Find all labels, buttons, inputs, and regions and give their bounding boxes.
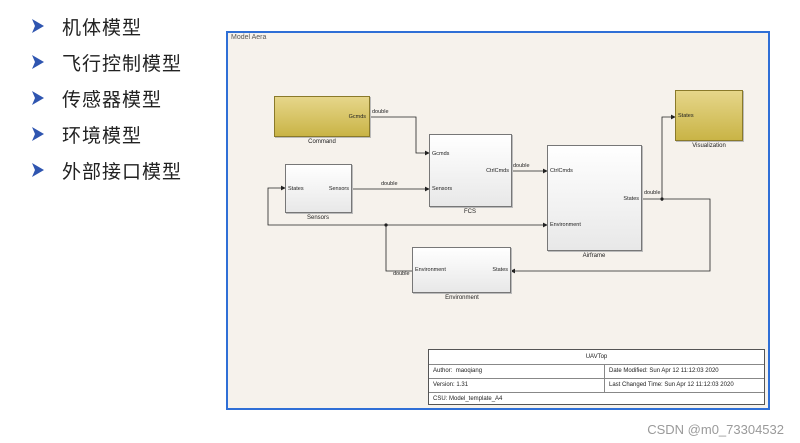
bullet-text: 传感器模型 <box>62 88 163 111</box>
block-label: Sensors <box>306 215 330 221</box>
wire-junction <box>384 223 388 227</box>
author-cell: Author: maoqiang <box>429 364 603 378</box>
bullet-item: 机体模型 <box>32 8 182 44</box>
airframe-block[interactable]: CtrlCmds Environment States <box>547 145 642 251</box>
title-row: UAVTop <box>429 350 764 365</box>
wire-airframe-environment <box>510 198 711 274</box>
wire-label: double <box>644 190 661 196</box>
fcs-block[interactable]: Gcmds Sensors CtrlCmds <box>429 134 512 207</box>
author-label: Author: <box>433 368 453 374</box>
arrow-bullet-icon <box>32 91 44 105</box>
bullet-text: 环境模型 <box>62 124 143 147</box>
date-modified-cell: Date Modified: Sun Apr 12 11:12:03 2020 <box>604 364 764 378</box>
wire-label: double <box>372 109 389 115</box>
last-changed-cell: Last Changed Time: Sun Apr 12 11:12:03 2… <box>604 378 764 392</box>
wire-junction <box>660 197 664 201</box>
csu-value: CSU: Model_template_A4 <box>433 395 503 402</box>
author-value: maoqiang <box>455 368 483 374</box>
port-label: States <box>288 186 304 192</box>
csu-row: CSU: Model_template_A4 <box>429 392 764 405</box>
bullet-text: 飞行控制模型 <box>62 52 183 75</box>
author-row: Author: maoqiang Date Modified: Sun Apr … <box>429 364 764 379</box>
wire-label: double <box>513 163 530 169</box>
port-label: Environment <box>550 222 581 228</box>
date-modified-value: Sun Apr 12 11:12:03 2020 <box>649 368 719 374</box>
date-modified-label: Date Modified: <box>609 368 648 374</box>
wire-label: double <box>393 271 410 277</box>
block-label: Environment <box>445 295 479 301</box>
watermark: CSDN @m0_73304532 <box>647 422 784 437</box>
wire-label: double <box>381 181 398 187</box>
arrow-bullet-icon <box>32 127 44 141</box>
port-label: Gcmds <box>432 151 450 157</box>
port-label: Environment <box>415 267 446 273</box>
csu-cell: CSU: Model_template_A4 <box>429 392 764 405</box>
port-label: Gcmds <box>348 114 366 120</box>
arrow-bullet-icon <box>32 55 44 69</box>
environment-block[interactable]: Environment States <box>412 247 511 293</box>
block-label: FCS <box>464 209 476 215</box>
version-value: 1.31 <box>456 382 469 388</box>
port-label: States <box>678 113 694 119</box>
sensors-block[interactable]: States Sensors <box>285 164 352 213</box>
bullet-text: 外部接口模型 <box>62 160 183 183</box>
arrow-bullet-icon <box>32 163 44 177</box>
bullet-item: 飞行控制模型 <box>32 44 182 80</box>
bullet-item: 外部接口模型 <box>32 152 182 188</box>
port-label: States <box>623 196 639 202</box>
version-label: Version: <box>433 382 455 388</box>
wire-airframe-visualization <box>642 114 676 200</box>
bullet-item: 传感器模型 <box>32 80 182 116</box>
visualization-block[interactable]: States <box>675 90 743 141</box>
bullet-text: 机体模型 <box>62 16 143 39</box>
model-title: UAVTop <box>585 354 608 360</box>
port-label: CtrlCmds <box>486 168 509 174</box>
version-row: Version: 1.31 Last Changed Time: Sun Apr… <box>429 378 764 393</box>
bullet-list: 机体模型 飞行控制模型 传感器模型 环境模型 外部接口模型 <box>32 8 182 188</box>
port-label: CtrlCmds <box>550 168 573 174</box>
wire-environment-airframe <box>385 222 548 272</box>
block-label: Command <box>308 139 336 145</box>
title-block-table: UAVTop Author: maoqiang Date Modified: S… <box>428 349 765 405</box>
port-label: Sensors <box>432 186 453 192</box>
model-canvas[interactable]: Model Aera Gcmds Command <box>226 31 770 410</box>
last-changed-label: Last Changed Time: <box>609 382 663 388</box>
bullet-item: 环境模型 <box>32 116 182 152</box>
block-label: Visualization <box>692 143 726 149</box>
wire-command-fcs <box>370 116 430 156</box>
last-changed-value: Sun Apr 12 11:12:03 2020 <box>664 382 734 388</box>
signal-wires <box>267 114 711 274</box>
version-cell: Version: 1.31 <box>429 378 603 392</box>
port-label: States <box>492 267 508 273</box>
block-label: Airframe <box>582 253 606 259</box>
arrow-bullet-icon <box>32 19 44 33</box>
command-block[interactable]: Gcmds <box>274 96 370 137</box>
canvas-label: Model Aera <box>231 34 267 41</box>
port-label: Sensors <box>328 186 349 192</box>
title-cell: UAVTop <box>429 350 764 364</box>
